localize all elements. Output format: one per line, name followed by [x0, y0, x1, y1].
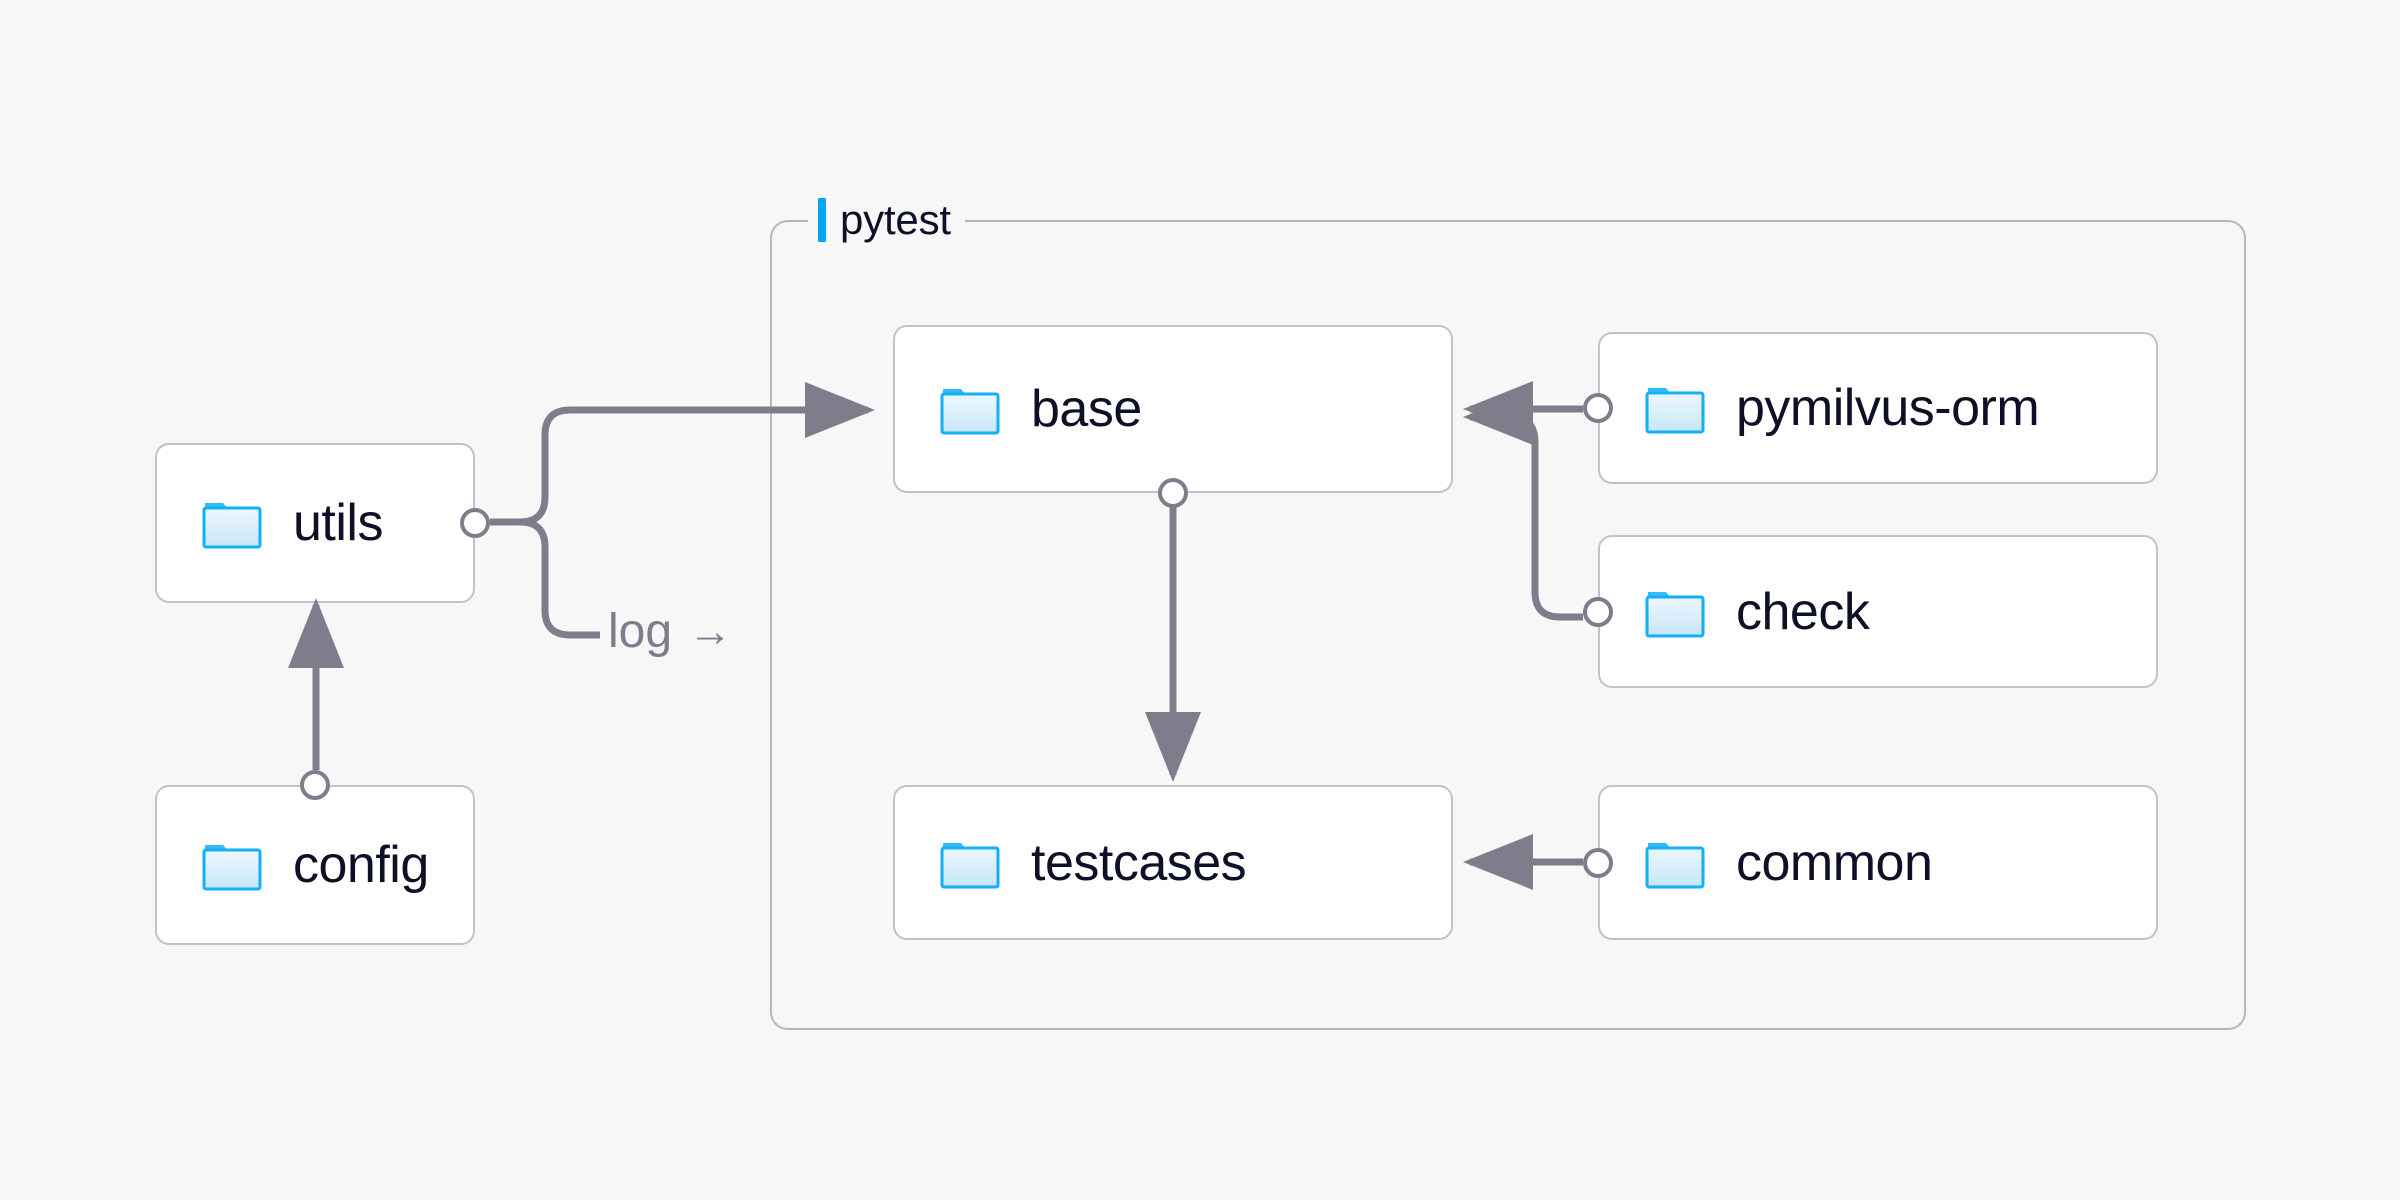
port-config-top[interactable] [300, 770, 330, 800]
port-check-left[interactable] [1583, 596, 1613, 627]
folder-icon [1644, 381, 1706, 435]
port-pymilvus-orm-left[interactable] [1583, 393, 1613, 423]
node-base[interactable]: base [893, 325, 1453, 508]
folder-icon [1644, 585, 1706, 639]
group-label-text: pytest [840, 196, 951, 243]
port-utils-right[interactable] [460, 508, 490, 538]
node-label-utils: utils [293, 494, 383, 552]
node-common[interactable]: common [1583, 785, 2158, 940]
node-label-config: config [293, 836, 429, 894]
node-testcases[interactable]: testcases [893, 785, 1453, 940]
group-label-pytest: pytest [808, 193, 965, 247]
group-container-pytest [770, 220, 2246, 1030]
node-pymilvus-orm[interactable]: pymilvus-orm [1583, 332, 2158, 484]
port-base-bottom[interactable] [1158, 478, 1188, 508]
node-check[interactable]: check [1583, 535, 2158, 688]
group-accent-bar [818, 198, 826, 242]
folder-icon [201, 838, 263, 892]
node-label-pymilvus-orm: pymilvus-orm [1736, 379, 2040, 437]
node-label-common: common [1736, 833, 1933, 892]
node-label-testcases: testcases [1031, 833, 1247, 892]
folder-icon [939, 382, 1001, 436]
edge-utils-to-log [490, 518, 600, 639]
port-common-left[interactable] [1583, 847, 1613, 878]
node-label-check: check [1736, 582, 1870, 641]
node-utils[interactable]: utils [155, 443, 490, 603]
folder-icon [201, 496, 263, 550]
node-label-base: base [1031, 380, 1142, 438]
node-config[interactable]: config [155, 770, 475, 945]
arrow-right-icon: → [688, 607, 733, 656]
folder-icon [939, 836, 1001, 890]
edge-label-log-text: log [608, 605, 673, 658]
edge-label-log: log → [608, 608, 732, 656]
folder-icon [1644, 836, 1706, 890]
